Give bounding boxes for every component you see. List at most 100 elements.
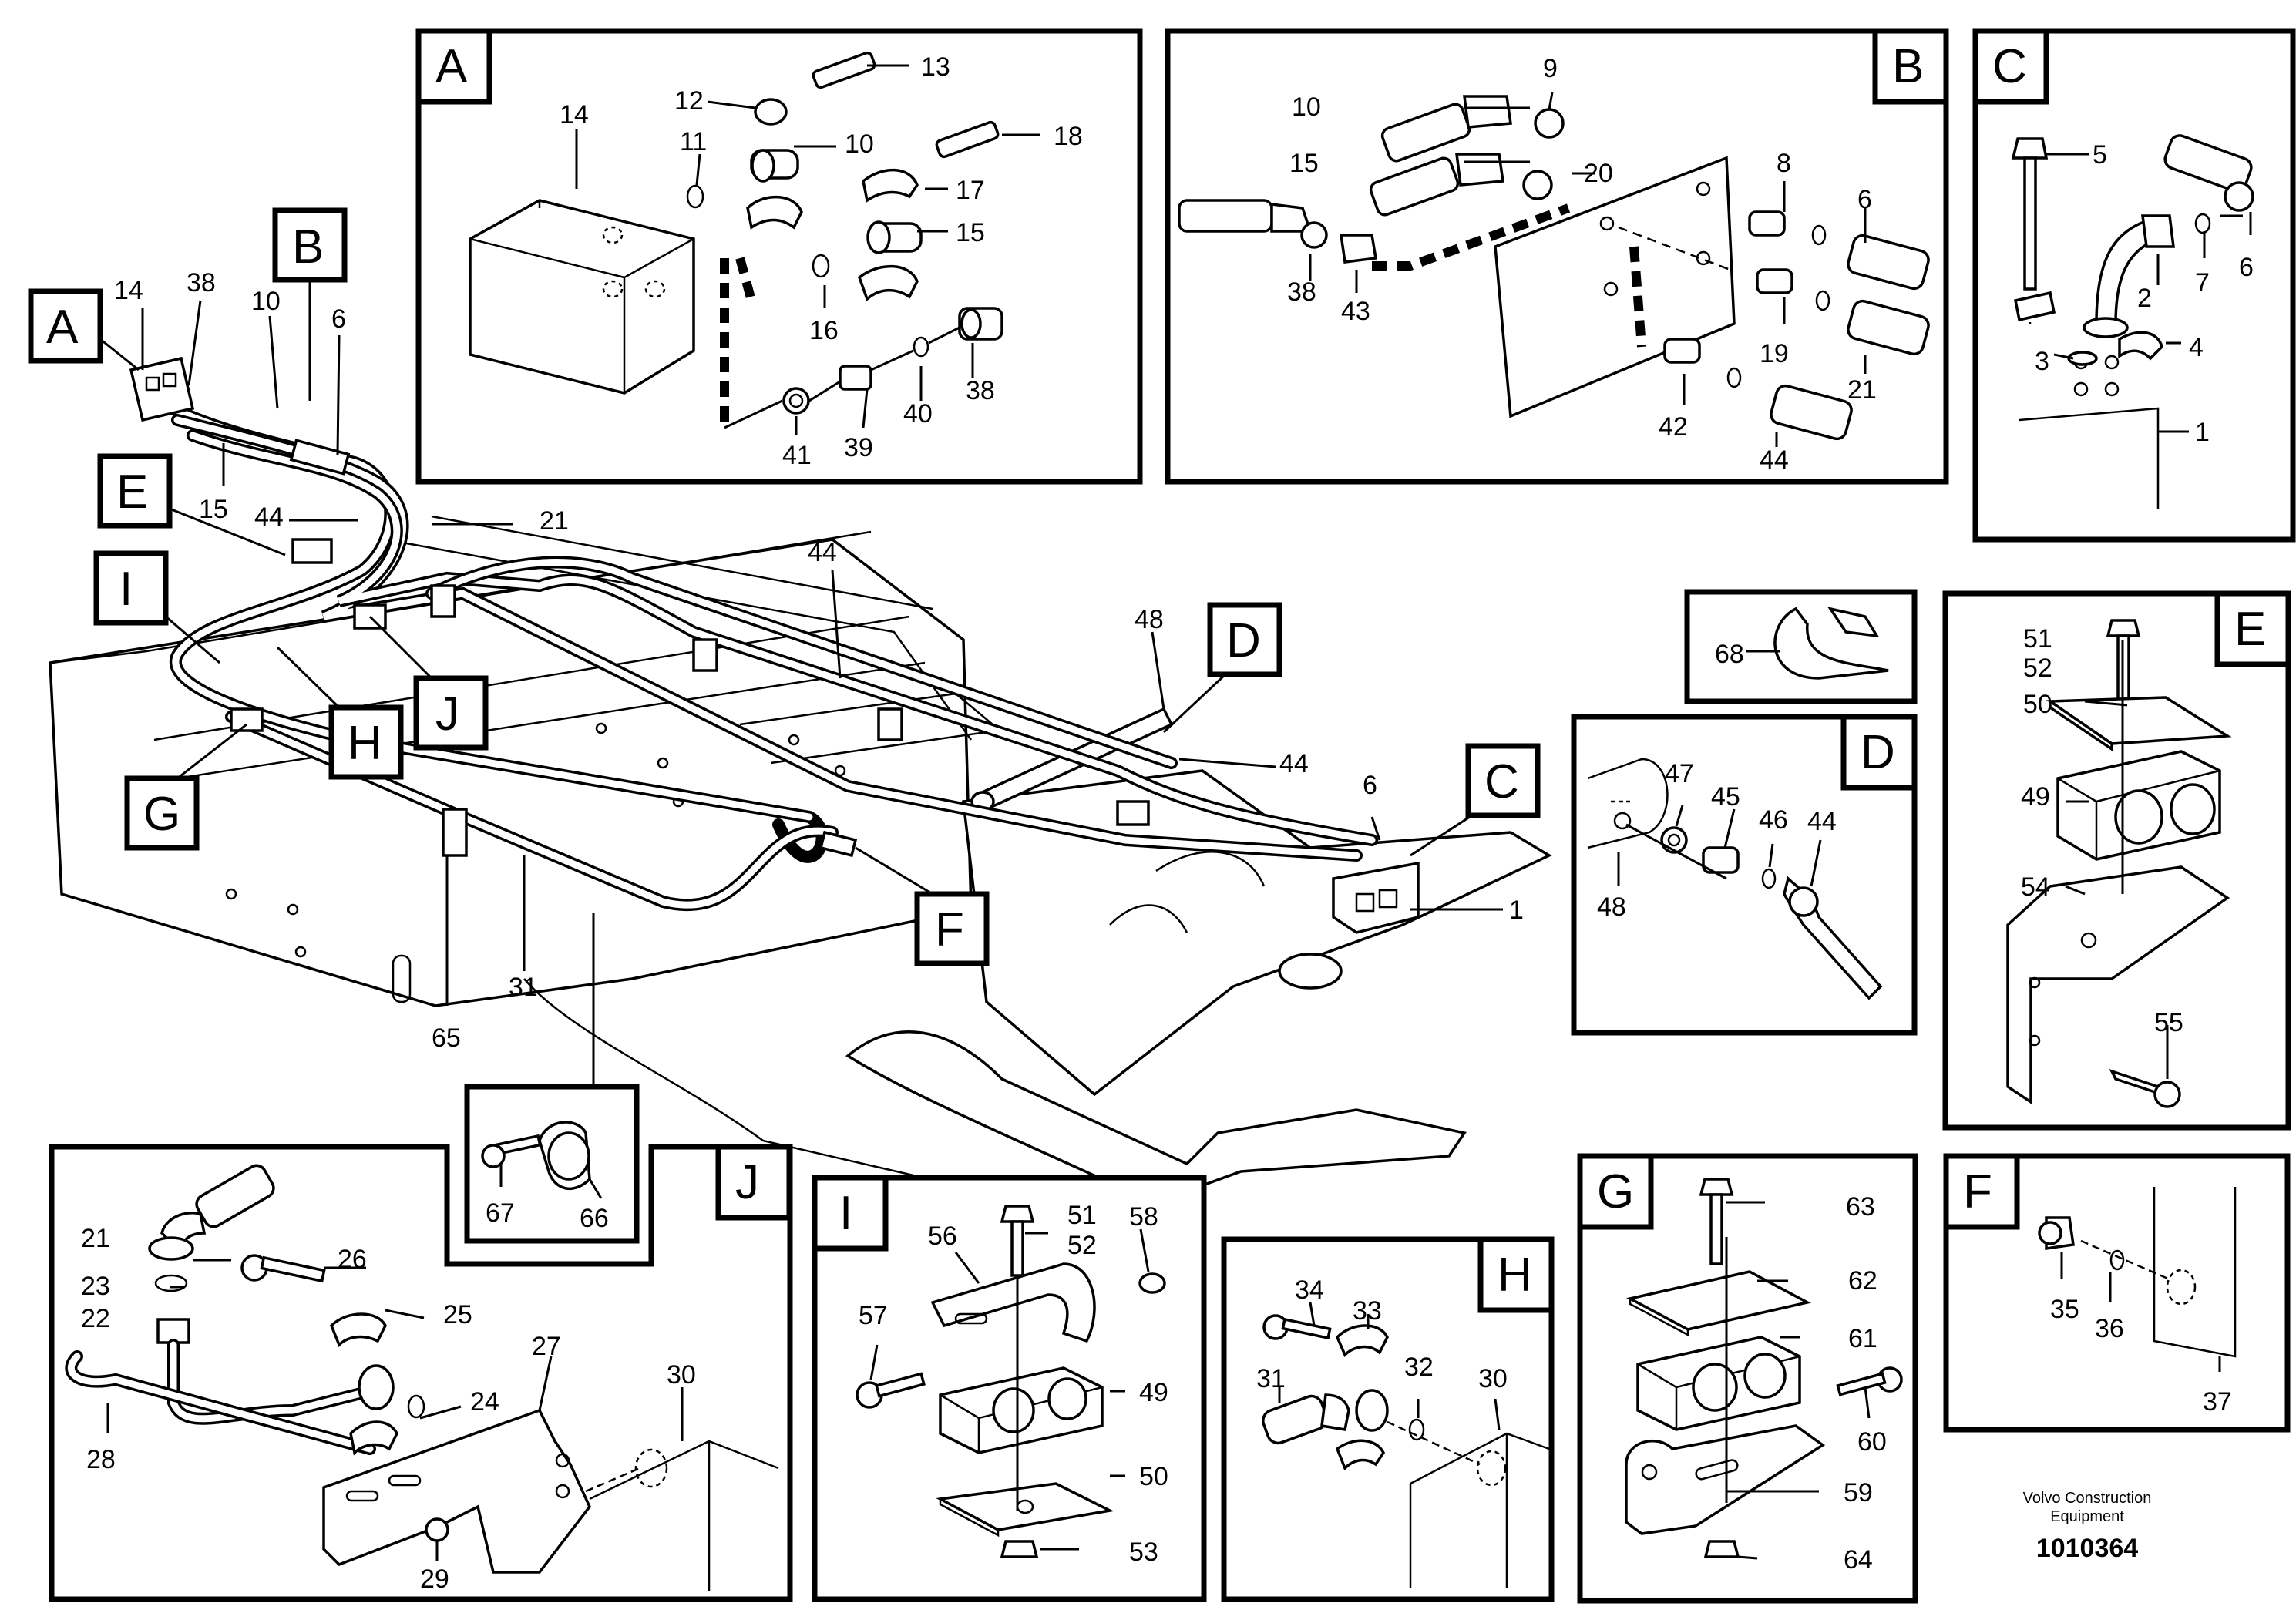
panel-J: J 21 26 23 25 22 24 27 [49, 1144, 793, 1602]
panel-F: F 35 36 37 [1943, 1153, 2291, 1433]
label: 31 [509, 973, 538, 1002]
svg-text:E: E [116, 465, 148, 519]
label: 62 [1848, 1266, 1877, 1296]
panel-C: C 5 6 7 2 3 4 1 [1972, 28, 2296, 543]
svg-text:G: G [143, 788, 180, 841]
label: 10 [1292, 92, 1321, 122]
credit-line-1: Volvo Construction [2023, 1490, 2152, 1507]
label: 17 [956, 176, 985, 205]
label: 56 [928, 1222, 957, 1251]
panel-I: I 51 52 58 56 57 49 50 53 [812, 1175, 1207, 1602]
panel-letter: I [839, 1187, 852, 1240]
label: 51 [1067, 1201, 1097, 1230]
label: 13 [921, 52, 950, 82]
label: 18 [1054, 122, 1083, 151]
label: 27 [532, 1332, 561, 1361]
label: 31 [1256, 1364, 1286, 1393]
label: 43 [1341, 297, 1370, 326]
label: 19 [1760, 339, 1789, 368]
label: 33 [1353, 1296, 1382, 1326]
label: 14 [560, 100, 589, 129]
label: 1 [1509, 896, 1524, 925]
main-labels: 14 38 10 6 15 44 21 44 48 44 6 1 31 65 [114, 268, 1524, 1053]
label: 48 [1597, 892, 1626, 922]
label: 41 [782, 441, 812, 470]
label: 28 [86, 1445, 116, 1474]
svg-text:I: I [119, 563, 133, 616]
label: 14 [114, 276, 143, 305]
callout-D: D [1162, 602, 1282, 734]
panel-H: H 34 33 31 32 30 [1221, 1236, 1555, 1602]
label: 61 [1848, 1324, 1877, 1353]
label: 68 [1715, 640, 1744, 669]
callout-E: E [97, 453, 286, 556]
label: 49 [1139, 1378, 1168, 1407]
label: 55 [2154, 1008, 2183, 1037]
label: 49 [2021, 782, 2050, 812]
label: 51 [2023, 624, 2052, 654]
label: 59 [1844, 1478, 1873, 1507]
panel-letter: A [435, 40, 468, 93]
label: 32 [1404, 1353, 1434, 1382]
label: 60 [1857, 1427, 1887, 1457]
label: 30 [1478, 1364, 1508, 1393]
label: 35 [2050, 1295, 2079, 1324]
label: 8 [1777, 149, 1791, 178]
label: 52 [1067, 1231, 1097, 1260]
label: 26 [338, 1245, 367, 1274]
label: 44 [808, 538, 837, 567]
label: 38 [1287, 277, 1316, 307]
label: 6 [1363, 771, 1377, 800]
svg-text:B: B [292, 220, 324, 274]
label: 38 [187, 268, 216, 297]
panel-letter: F [1963, 1165, 1992, 1218]
callout-C: C [1410, 743, 1541, 857]
panel-letter: H [1498, 1249, 1532, 1302]
label: 24 [470, 1387, 499, 1417]
panel-letter: E [2234, 603, 2266, 656]
label: 6 [331, 304, 346, 334]
label: 44 [1279, 749, 1309, 778]
panel-letter: D [1861, 726, 1895, 779]
label: 53 [1129, 1538, 1158, 1567]
label: 4 [2189, 333, 2204, 362]
label: 10 [845, 129, 874, 159]
label: 23 [81, 1272, 110, 1301]
label: 45 [1711, 782, 1740, 812]
callout-G: G [124, 723, 247, 851]
label: 52 [2023, 654, 2052, 683]
label: 12 [674, 86, 704, 116]
label: 29 [420, 1565, 449, 1594]
label: 6 [2239, 253, 2254, 282]
panel-68: 68 [1684, 589, 1918, 704]
label: 1 [2195, 418, 2210, 447]
label: 11 [680, 127, 707, 156]
panel-letter: C [1992, 40, 2027, 93]
drawing-number: 1010364 [2036, 1534, 2138, 1563]
label: 21 [540, 506, 569, 536]
callout-A: A [28, 288, 140, 371]
label: 44 [254, 502, 284, 532]
main-frame-view [49, 356, 1552, 1204]
label: 20 [1584, 159, 1613, 188]
callout-J: J [368, 615, 489, 751]
callout-H: H [276, 646, 404, 780]
credit-line-2: Equipment [2050, 1508, 2124, 1525]
svg-text:H: H [348, 717, 382, 770]
svg-text:D: D [1226, 614, 1261, 667]
view-callouts: A B E I H J G D C F [28, 207, 1541, 966]
label: 50 [2023, 690, 2052, 719]
callout-F: F [855, 846, 990, 966]
label: 5 [2093, 140, 2107, 170]
label: 44 [1760, 445, 1789, 475]
panel-E: E 51 52 50 49 54 55 [1942, 590, 2291, 1131]
label: 3 [2035, 347, 2049, 376]
label: 48 [1135, 605, 1164, 634]
svg-text:A: A [46, 301, 79, 354]
callout-B: B [272, 207, 348, 401]
label: 57 [859, 1301, 888, 1330]
panel-G: G 63 62 61 60 59 64 [1577, 1153, 1918, 1604]
label: 65 [432, 1023, 461, 1053]
label: 66 [580, 1204, 609, 1233]
callout-I: I [93, 550, 220, 664]
